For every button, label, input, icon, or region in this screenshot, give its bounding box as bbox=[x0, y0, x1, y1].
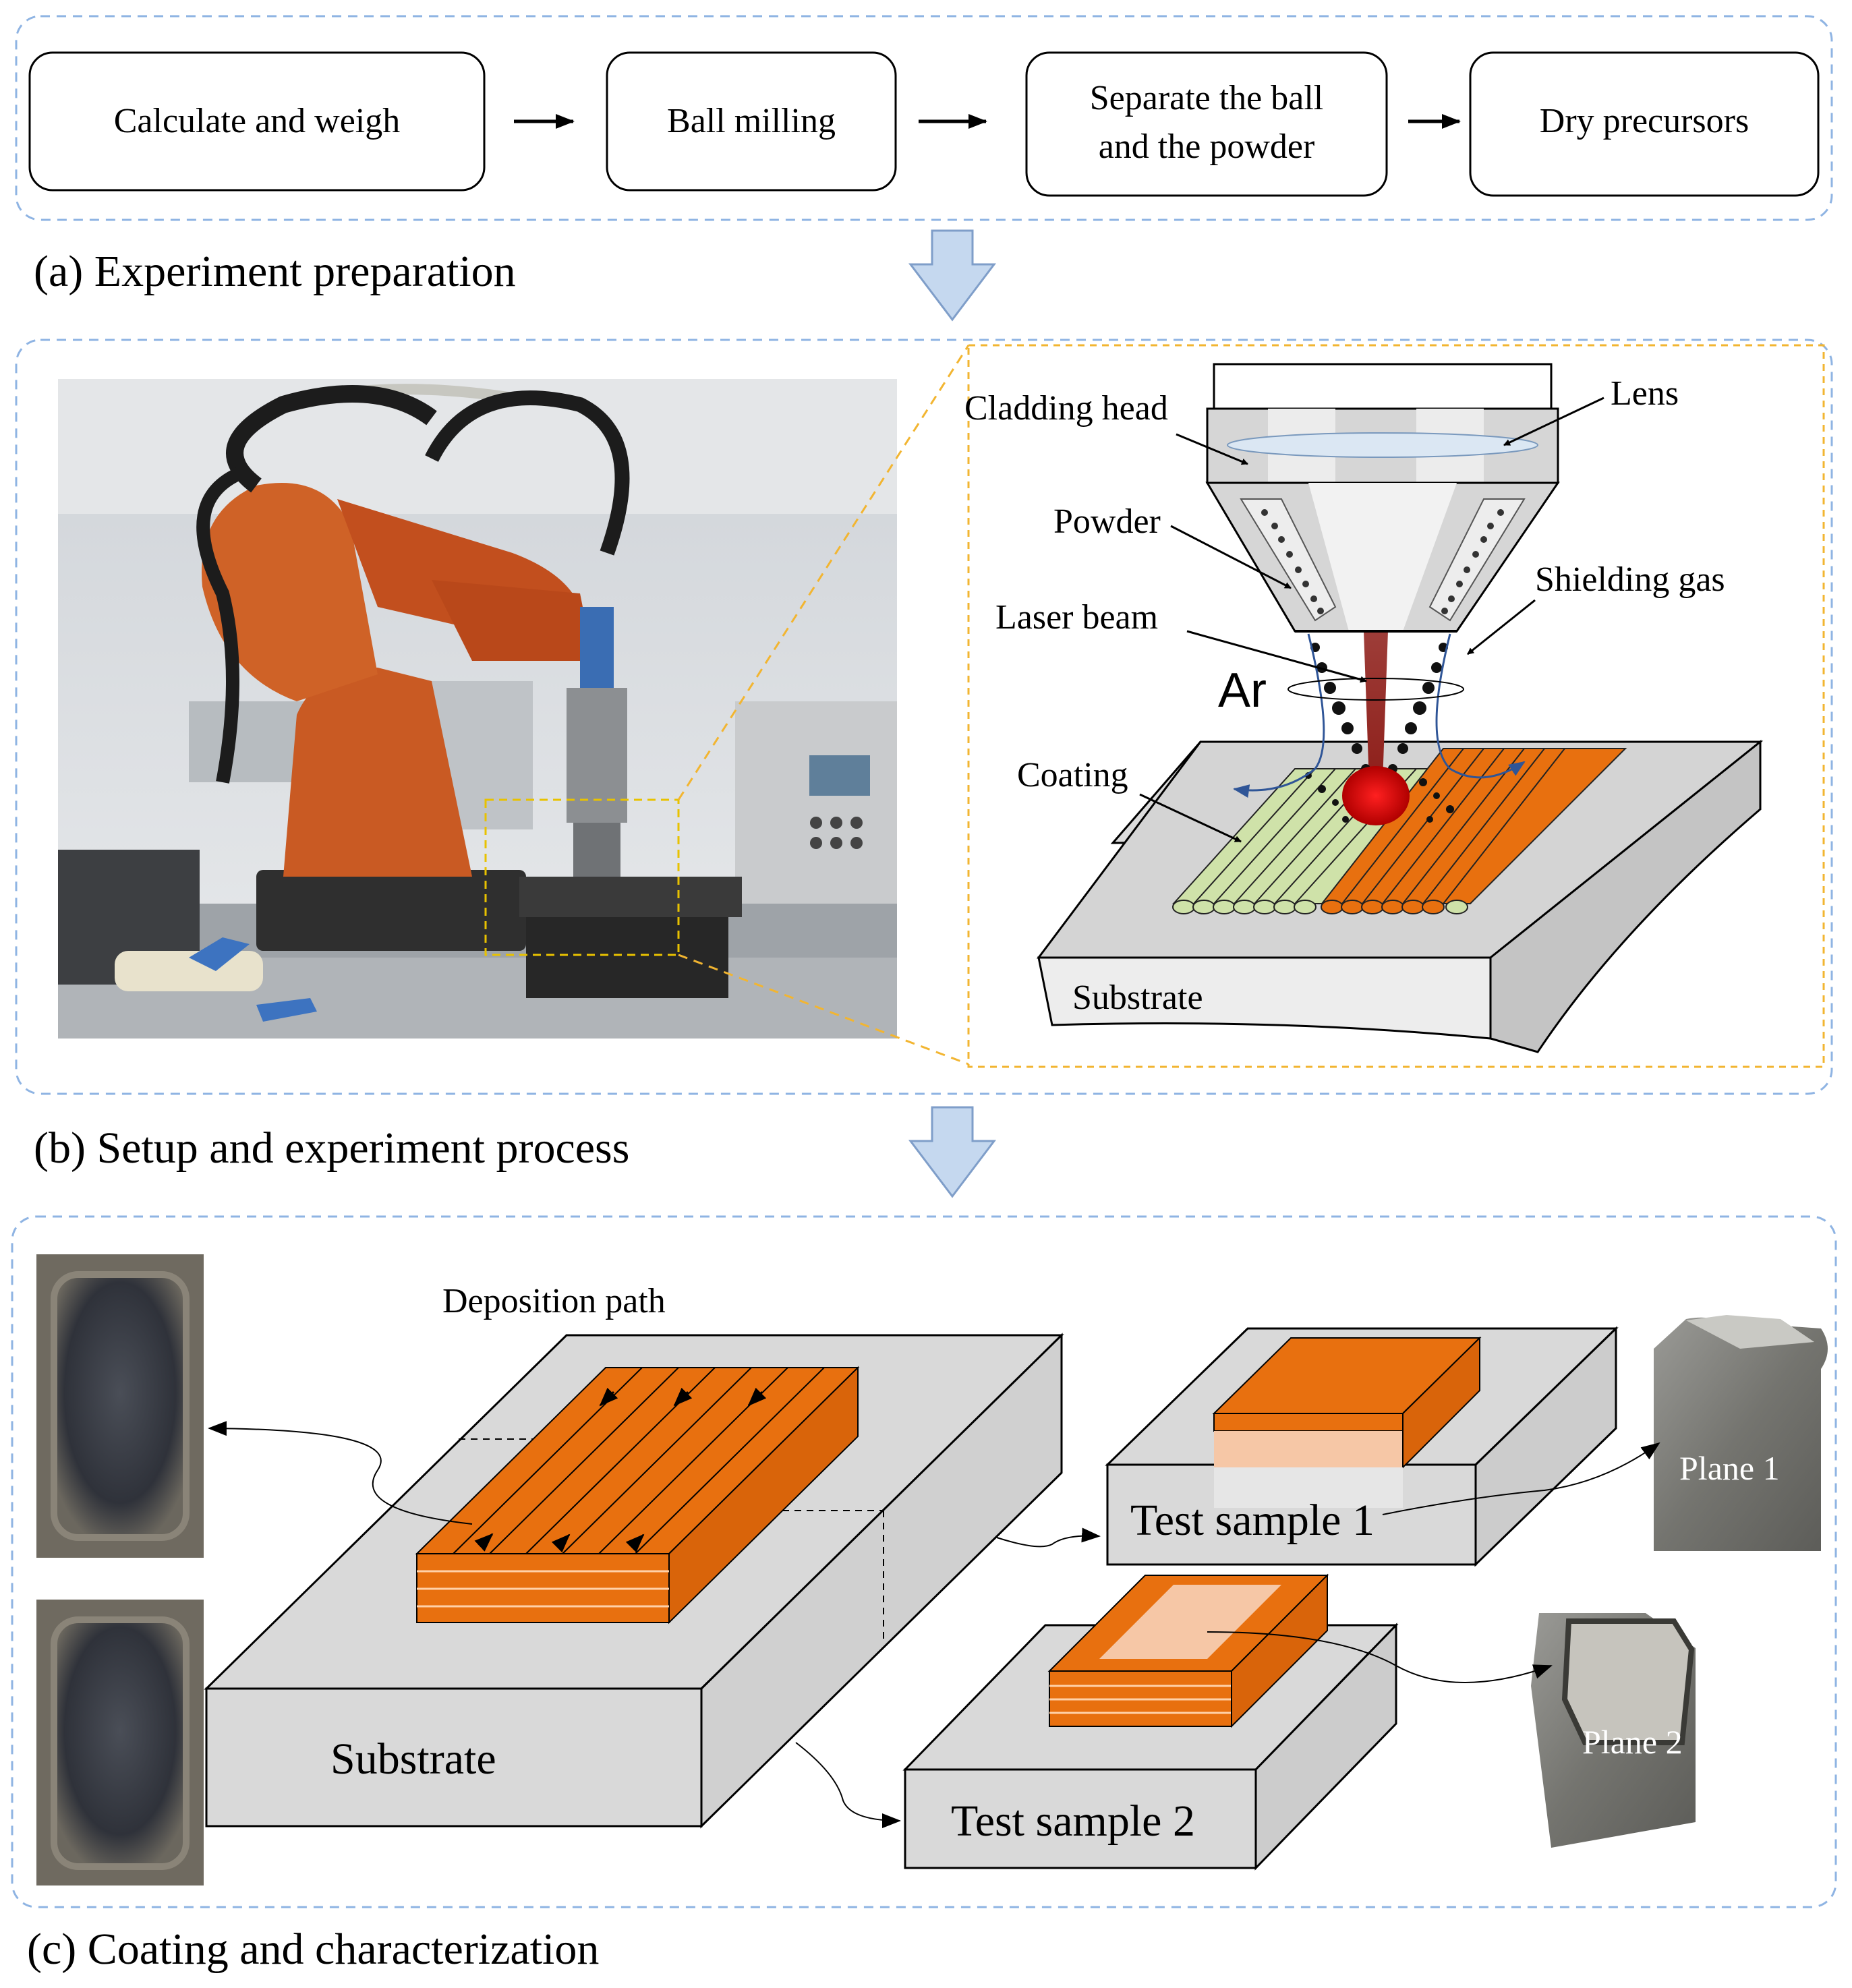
cladding-head-leader bbox=[1176, 433, 1248, 465]
panel-b-border bbox=[15, 339, 1833, 1095]
connector-to-plane-2 bbox=[1207, 1631, 1553, 1683]
schematic-frame bbox=[967, 344, 1825, 1068]
deposition-path-label: Deposition path bbox=[442, 1282, 666, 1320]
ar-label: Ar bbox=[1218, 664, 1267, 718]
caption-a: (a) Experiment preparation bbox=[34, 247, 516, 296]
step-calculate: Calculate and weigh bbox=[114, 102, 401, 140]
zoom-line-top bbox=[677, 345, 970, 800]
lens-label: Lens bbox=[1611, 374, 1679, 413]
connector-to-sample-1 bbox=[996, 1527, 1101, 1548]
connector-to-plane-1 bbox=[1382, 1442, 1660, 1515]
lens-leader bbox=[1503, 397, 1604, 446]
robot-setup-photo bbox=[58, 379, 897, 1039]
coating-label: Coating bbox=[1017, 756, 1128, 794]
shielding-gas-flow-left bbox=[1233, 633, 1325, 798]
test-sample-1 bbox=[1105, 1326, 1619, 1567]
step-dry-precursors: Dry precursors bbox=[1540, 102, 1749, 140]
panel-c: Substrate bbox=[11, 1215, 1837, 1974]
down-arrow-a-b bbox=[908, 229, 997, 322]
plane-1-label: Plane 1 bbox=[1679, 1449, 1780, 1487]
step-box-3 bbox=[1025, 51, 1388, 197]
shielding-gas-label: Shielding gas bbox=[1535, 560, 1725, 599]
deposition-block bbox=[415, 1366, 860, 1625]
panel-b: Substrate bbox=[15, 339, 1833, 1173]
coating-photo-bottom bbox=[36, 1600, 204, 1885]
argon-ring bbox=[1287, 678, 1464, 701]
caption-b: (b) Setup and experiment process bbox=[34, 1123, 629, 1173]
step-box-2 bbox=[606, 51, 897, 192]
powder-label: Powder bbox=[1053, 502, 1161, 541]
test-sample-2 bbox=[902, 1573, 1399, 1871]
connector-to-photo-top bbox=[208, 1421, 473, 1525]
zoom-line-bottom bbox=[678, 954, 969, 1065]
step-box-1 bbox=[28, 51, 486, 192]
step-box-4 bbox=[1469, 51, 1820, 197]
cladding-head bbox=[1205, 363, 1560, 633]
powder-leader bbox=[1170, 525, 1292, 589]
step-separate-line1: Separate the ball bbox=[1090, 79, 1324, 117]
cladding-substrate-label: Substrate bbox=[1072, 978, 1203, 1017]
laser-beam-label: Laser beam bbox=[995, 598, 1158, 637]
coating-leader bbox=[1139, 793, 1242, 843]
plane-2-photo bbox=[1531, 1613, 1696, 1848]
shielding-gas-flow-right bbox=[1435, 633, 1526, 779]
melt-pool bbox=[1342, 766, 1410, 825]
panel-a-border bbox=[15, 15, 1833, 221]
main-substrate-label: Substrate bbox=[330, 1734, 496, 1784]
plane-2-label: Plane 2 bbox=[1582, 1723, 1683, 1761]
test-sample-2-label: Test sample 2 bbox=[951, 1796, 1195, 1846]
step-separate-line2: and the powder bbox=[1099, 127, 1315, 166]
step-ball-milling: Ball milling bbox=[667, 102, 836, 140]
down-arrow-b-c bbox=[908, 1106, 997, 1198]
connector-to-sample-2 bbox=[795, 1742, 901, 1828]
coating-photo-top bbox=[36, 1254, 204, 1558]
test-sample-1-label: Test sample 1 bbox=[1130, 1496, 1374, 1545]
plane-1-photo bbox=[1654, 1315, 1828, 1551]
cladding-head-label: Cladding head bbox=[964, 389, 1168, 428]
shielding-gas-leader bbox=[1467, 599, 1536, 655]
laser-beam-leader bbox=[1186, 630, 1367, 683]
panel-a: Calculate and weigh Ball milling Separat… bbox=[15, 15, 1833, 296]
caption-c: (c) Coating and characterization bbox=[27, 1925, 599, 1974]
powder-stream bbox=[1305, 643, 1454, 823]
